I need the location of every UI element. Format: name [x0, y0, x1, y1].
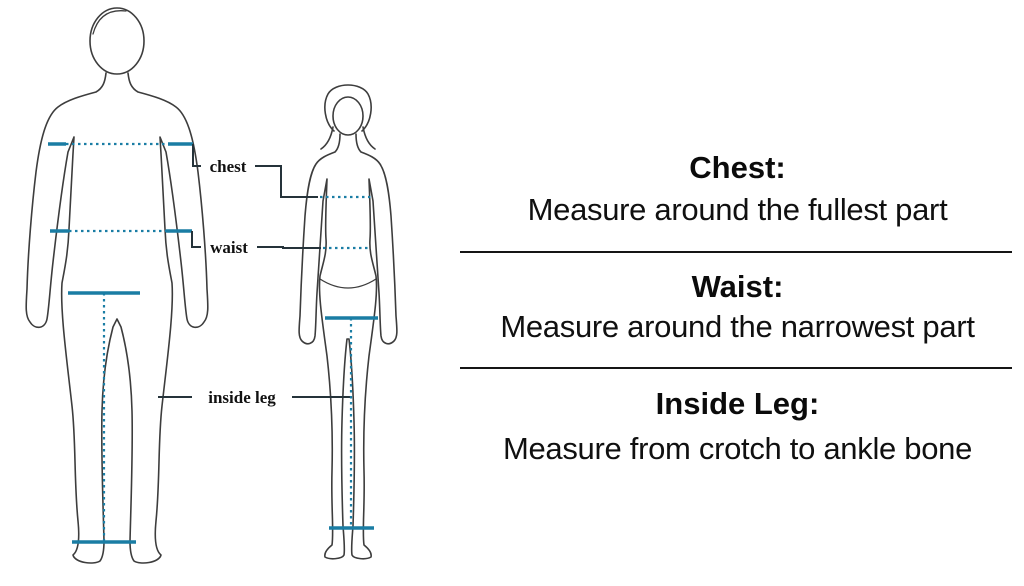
female-hair [320, 84, 376, 150]
female-body-outline [298, 133, 398, 560]
chest-label: chest [210, 157, 247, 176]
waist-bracket-right [257, 246, 321, 249]
female-head [332, 96, 364, 136]
waist-instruction-title: Waist: [691, 269, 784, 304]
female-figure [298, 84, 398, 560]
male-head [89, 7, 145, 75]
chest-bracket-left [192, 144, 201, 167]
male-hair-line [92, 10, 127, 35]
male-body-outline [25, 72, 209, 564]
chest-bracket-right [255, 165, 318, 198]
section-divider [460, 251, 1012, 253]
measurement-diagram: chest waist inside leg [25, 7, 398, 564]
chest-instruction-title: Chest: [689, 150, 786, 185]
waist-instruction-description: Measure around the narrowest part [500, 309, 975, 344]
instructions-panel: Chest: Measure around the fullest part W… [455, 0, 1020, 586]
female-leotard-line [319, 278, 377, 289]
waist-bracket-left [191, 231, 201, 248]
inside-leg-measurement: inside leg [68, 291, 378, 544]
waist-measurement: waist [50, 229, 371, 257]
chest-measurement: chest [48, 142, 374, 199]
male-figure [25, 7, 209, 564]
section-divider [460, 367, 1012, 369]
inside-leg-instruction-title: Inside Leg: [655, 386, 820, 421]
inside-leg-label: inside leg [208, 388, 276, 407]
inside-leg-instruction-description: Measure from crotch to ankle bone [502, 431, 973, 466]
chest-instruction-description: Measure around the fullest part [527, 192, 948, 227]
waist-label: waist [210, 238, 248, 257]
